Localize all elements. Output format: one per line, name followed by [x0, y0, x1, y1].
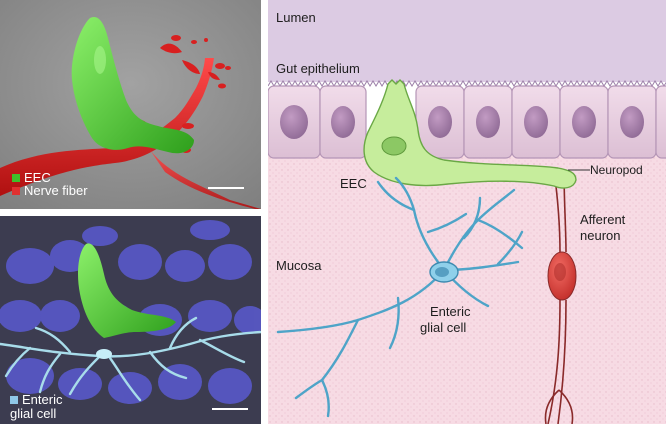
- glial-cell-label-line1: Enteric: [430, 304, 471, 319]
- nerve-fiber-legend-swatch: [12, 187, 20, 195]
- eec-label: EEC: [340, 176, 367, 191]
- glia-legend-line2: glial cell: [10, 406, 56, 421]
- afferent-neuron-label-line1: Afferent: [580, 212, 626, 227]
- eec-legend-swatch: [12, 174, 20, 182]
- glia-legend-line1: Enteric: [22, 392, 63, 407]
- afferent-neuron-nucleus: [554, 263, 566, 281]
- nerve-fiber-legend-label: Nerve fiber: [24, 183, 88, 198]
- lumen-label: Lumen: [276, 10, 316, 25]
- gut-diagram-svg: Lumen Gut epithelium EEC Neuropod Affere…: [268, 0, 666, 424]
- glia-legend-swatch: [10, 396, 18, 404]
- eec-cell-shape: [78, 243, 176, 338]
- afferent-neuron-label-line2: neuron: [580, 228, 620, 243]
- glial-cell-body: [96, 349, 112, 359]
- eec-legend-label: EEC: [24, 170, 51, 185]
- enteric-glia-render: Enteric glial cell: [0, 216, 261, 424]
- glial-cell-shape: [0, 316, 261, 402]
- glial-cell-label-line2: glial cell: [420, 320, 466, 335]
- eec-cell-shape: [71, 16, 194, 154]
- neuropod-label: Neuropod: [590, 163, 643, 177]
- enteric-glia-micrograph: Enteric glial cell: [0, 216, 261, 424]
- eec-nerve-render: EEC Nerve fiber: [0, 0, 261, 209]
- epithelium-cells: [268, 85, 666, 159]
- lumen-region: [268, 0, 666, 82]
- mucosa-region: [268, 150, 666, 424]
- scale-bar: [212, 408, 248, 410]
- glial-illustration: [276, 176, 524, 418]
- eec-illustration: [363, 79, 577, 189]
- eec-nerve-micrograph: EEC Nerve fiber: [0, 0, 261, 209]
- eec-nucleus: [381, 136, 407, 156]
- microvilli: [268, 80, 666, 87]
- gut-epithelium-label: Gut epithelium: [276, 61, 360, 76]
- glial-nucleus: [435, 267, 449, 277]
- gut-diagram: Lumen Gut epithelium EEC Neuropod Affere…: [268, 0, 666, 424]
- scale-bar: [208, 187, 244, 189]
- mucosa-label: Mucosa: [276, 258, 322, 273]
